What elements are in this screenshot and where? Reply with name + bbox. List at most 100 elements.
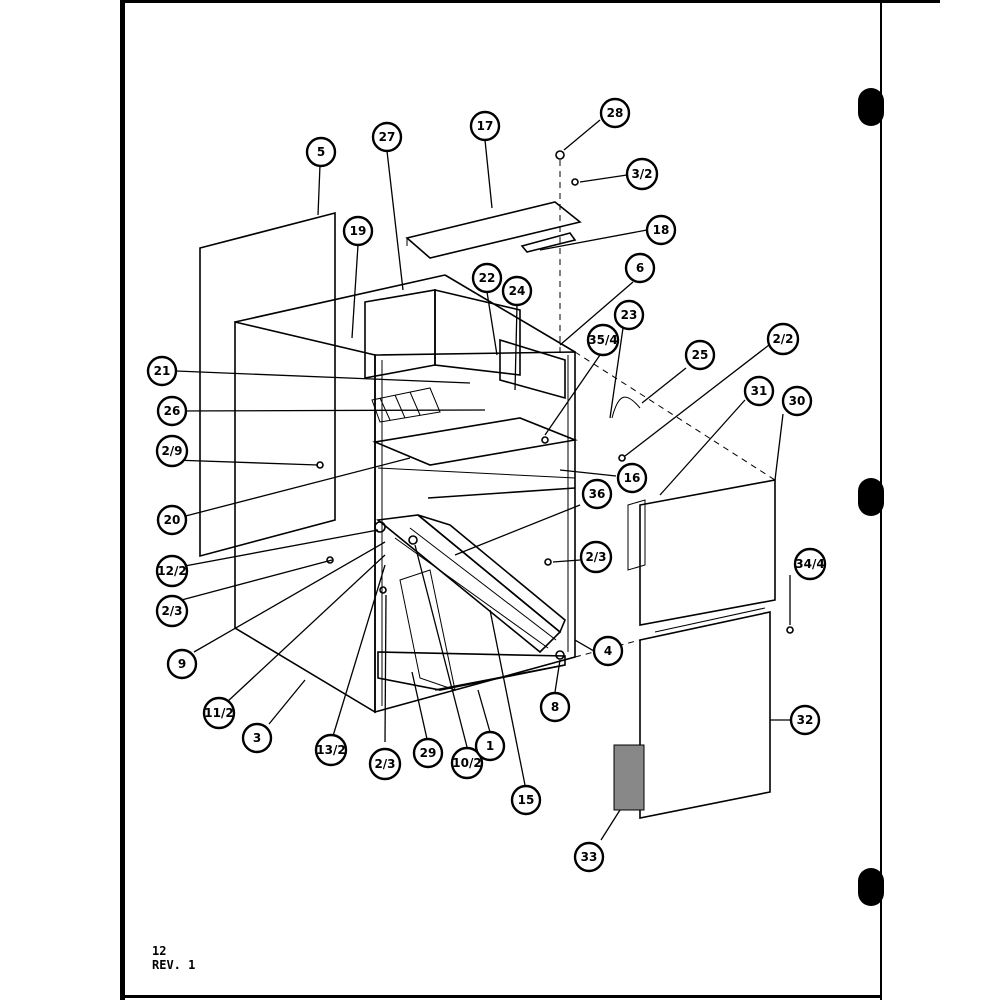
svg-text:20: 20	[164, 513, 181, 527]
callout-22: 22	[471, 262, 503, 294]
cabinet-top-edge-right	[444, 274, 576, 353]
wire-25	[611, 396, 641, 419]
svg-text:2/9: 2/9	[161, 444, 182, 458]
svg-text:6: 6	[636, 261, 644, 275]
assembly-line	[234, 627, 376, 713]
evaporator-coil-top	[417, 514, 566, 634]
callout-29: 29	[412, 737, 444, 769]
screw-28	[555, 150, 565, 160]
svg-text:9: 9	[178, 657, 186, 671]
back-panel	[199, 211, 336, 558]
svg-text:3: 3	[253, 731, 261, 745]
blower-wheel-vane	[379, 397, 391, 421]
screw	[618, 454, 626, 462]
svg-text:19: 19	[350, 224, 367, 238]
callout-23: 23	[613, 299, 645, 331]
svg-text:2/2: 2/2	[772, 332, 793, 346]
top-cover	[405, 201, 582, 259]
svg-text:32: 32	[797, 713, 814, 727]
callout-19: 19	[342, 215, 374, 247]
callout-15: 15	[510, 784, 542, 816]
callout-20: 20	[156, 504, 188, 536]
callout-2-3-bottom: 2/3	[368, 747, 402, 781]
svg-text:4: 4	[604, 644, 612, 658]
screw	[326, 556, 334, 564]
callout-2-9: 2/9	[155, 434, 189, 468]
svg-text:3/2: 3/2	[631, 167, 652, 181]
callout-9: 9	[166, 648, 198, 680]
callout-18: 18	[645, 214, 677, 246]
lower-panel-flange	[654, 607, 766, 633]
blower-wheel	[371, 387, 441, 423]
callout-12-2: 12/2	[155, 554, 189, 588]
screw	[786, 626, 794, 634]
blower-wheel-vane	[394, 394, 406, 419]
assembly-line	[574, 351, 776, 481]
page-footer: 12 REV. 1	[152, 944, 195, 972]
callout-16: 16	[616, 462, 648, 494]
svg-text:1: 1	[486, 739, 494, 753]
page-number: 12	[152, 944, 167, 958]
svg-text:10/2: 10/2	[452, 756, 481, 770]
svg-text:35/4: 35/4	[588, 333, 617, 347]
bracket	[520, 232, 577, 253]
callout-27: 27	[371, 121, 403, 153]
callout-8: 8	[539, 691, 571, 723]
screw	[544, 558, 552, 566]
callout-35-4: 35/4	[586, 323, 620, 357]
coil-side-plate	[399, 569, 456, 691]
svg-text:27: 27	[379, 130, 396, 144]
screw	[541, 436, 549, 444]
callout-11-2: 11/2	[202, 696, 236, 730]
divider-line	[377, 467, 576, 479]
svg-text:11/2: 11/2	[204, 706, 233, 720]
svg-text:33: 33	[581, 850, 598, 864]
callout-2-2: 2/2	[766, 322, 800, 356]
svg-text:17: 17	[477, 119, 494, 133]
binder-hole-middle	[858, 478, 884, 516]
svg-text:2/3: 2/3	[374, 757, 395, 771]
binder-hole-top	[858, 88, 884, 126]
svg-text:12/2: 12/2	[157, 564, 186, 578]
callout-24: 24	[501, 275, 533, 307]
coil-fin	[409, 527, 557, 641]
screw	[571, 178, 579, 186]
blower-shelf	[372, 417, 578, 466]
svg-text:34/4: 34/4	[795, 557, 824, 571]
screw	[379, 586, 387, 594]
svg-text:21: 21	[154, 364, 171, 378]
blower-housing-side	[434, 288, 521, 376]
page-border-left	[120, 0, 125, 1000]
rating-label	[613, 744, 645, 811]
binder-hole-bottom	[858, 868, 884, 906]
callout-30: 30	[781, 385, 813, 417]
callout-25: 25	[684, 339, 716, 371]
rail-16	[427, 487, 576, 499]
callout-31: 31	[743, 375, 775, 407]
page-border-bottom	[120, 995, 880, 998]
svg-text:36: 36	[589, 487, 606, 501]
callout-26: 26	[156, 395, 188, 427]
svg-text:5: 5	[317, 145, 325, 159]
svg-text:2/3: 2/3	[161, 604, 182, 618]
svg-text:22: 22	[479, 271, 496, 285]
callout-3: 3	[241, 722, 273, 754]
svg-text:30: 30	[789, 394, 806, 408]
page-border-top	[120, 0, 940, 3]
svg-text:23: 23	[621, 308, 638, 322]
callout-6: 6	[624, 252, 656, 284]
callout-21: 21	[146, 355, 178, 387]
svg-text:16: 16	[624, 471, 641, 485]
callout-34-4: 34/4	[793, 547, 827, 581]
callout-2-3-left: 2/3	[155, 594, 189, 628]
cabinet-left-side	[234, 320, 376, 714]
front-lower-panel	[639, 611, 771, 819]
callout-1: 1	[474, 730, 506, 762]
cabinet-top-edge-left	[234, 274, 446, 323]
svg-text:24: 24	[509, 284, 526, 298]
callout-33: 33	[573, 841, 605, 873]
svg-text:31: 31	[751, 384, 768, 398]
callout-32: 32	[789, 704, 821, 736]
